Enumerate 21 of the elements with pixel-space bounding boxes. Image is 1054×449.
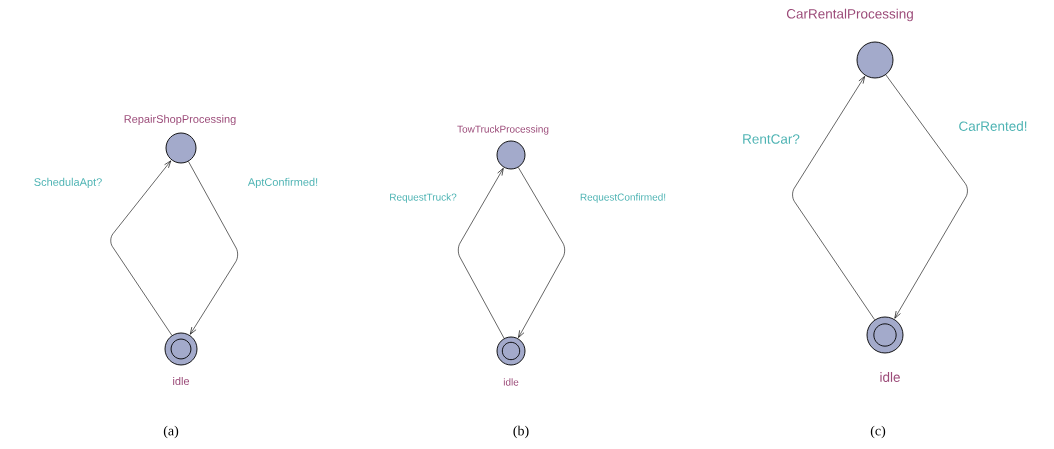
- transition-arrow: [188, 161, 238, 335]
- edge-label: RentCar?: [741, 133, 801, 145]
- transition-arrow: [792, 76, 875, 321]
- transition-arrow: [885, 74, 968, 319]
- transition-arrow: [518, 167, 565, 338]
- edge-label: AptConfirmed!: [246, 176, 320, 190]
- state-name: TowTruckProcessing: [457, 125, 549, 135]
- edge-label: SchedulaApt?: [32, 176, 104, 190]
- panel-caption: (b): [513, 425, 529, 439]
- panel-caption: (a): [163, 425, 179, 439]
- state-name: RepairShopProcessing: [124, 114, 236, 126]
- state-name: idle: [173, 376, 190, 386]
- transition-arrow: [110, 160, 173, 336]
- state-name: CarRentalProcessing: [786, 8, 913, 22]
- state-name: idle: [880, 372, 900, 382]
- panel-caption: (c): [870, 425, 886, 439]
- edge-label: RequestTruck?: [388, 192, 458, 204]
- state-name: idle: [503, 378, 519, 386]
- edge-label: CarRented!: [957, 120, 1029, 132]
- transition-arrow: [458, 167, 505, 339]
- edge-label: RequestConfirmed!: [578, 192, 668, 204]
